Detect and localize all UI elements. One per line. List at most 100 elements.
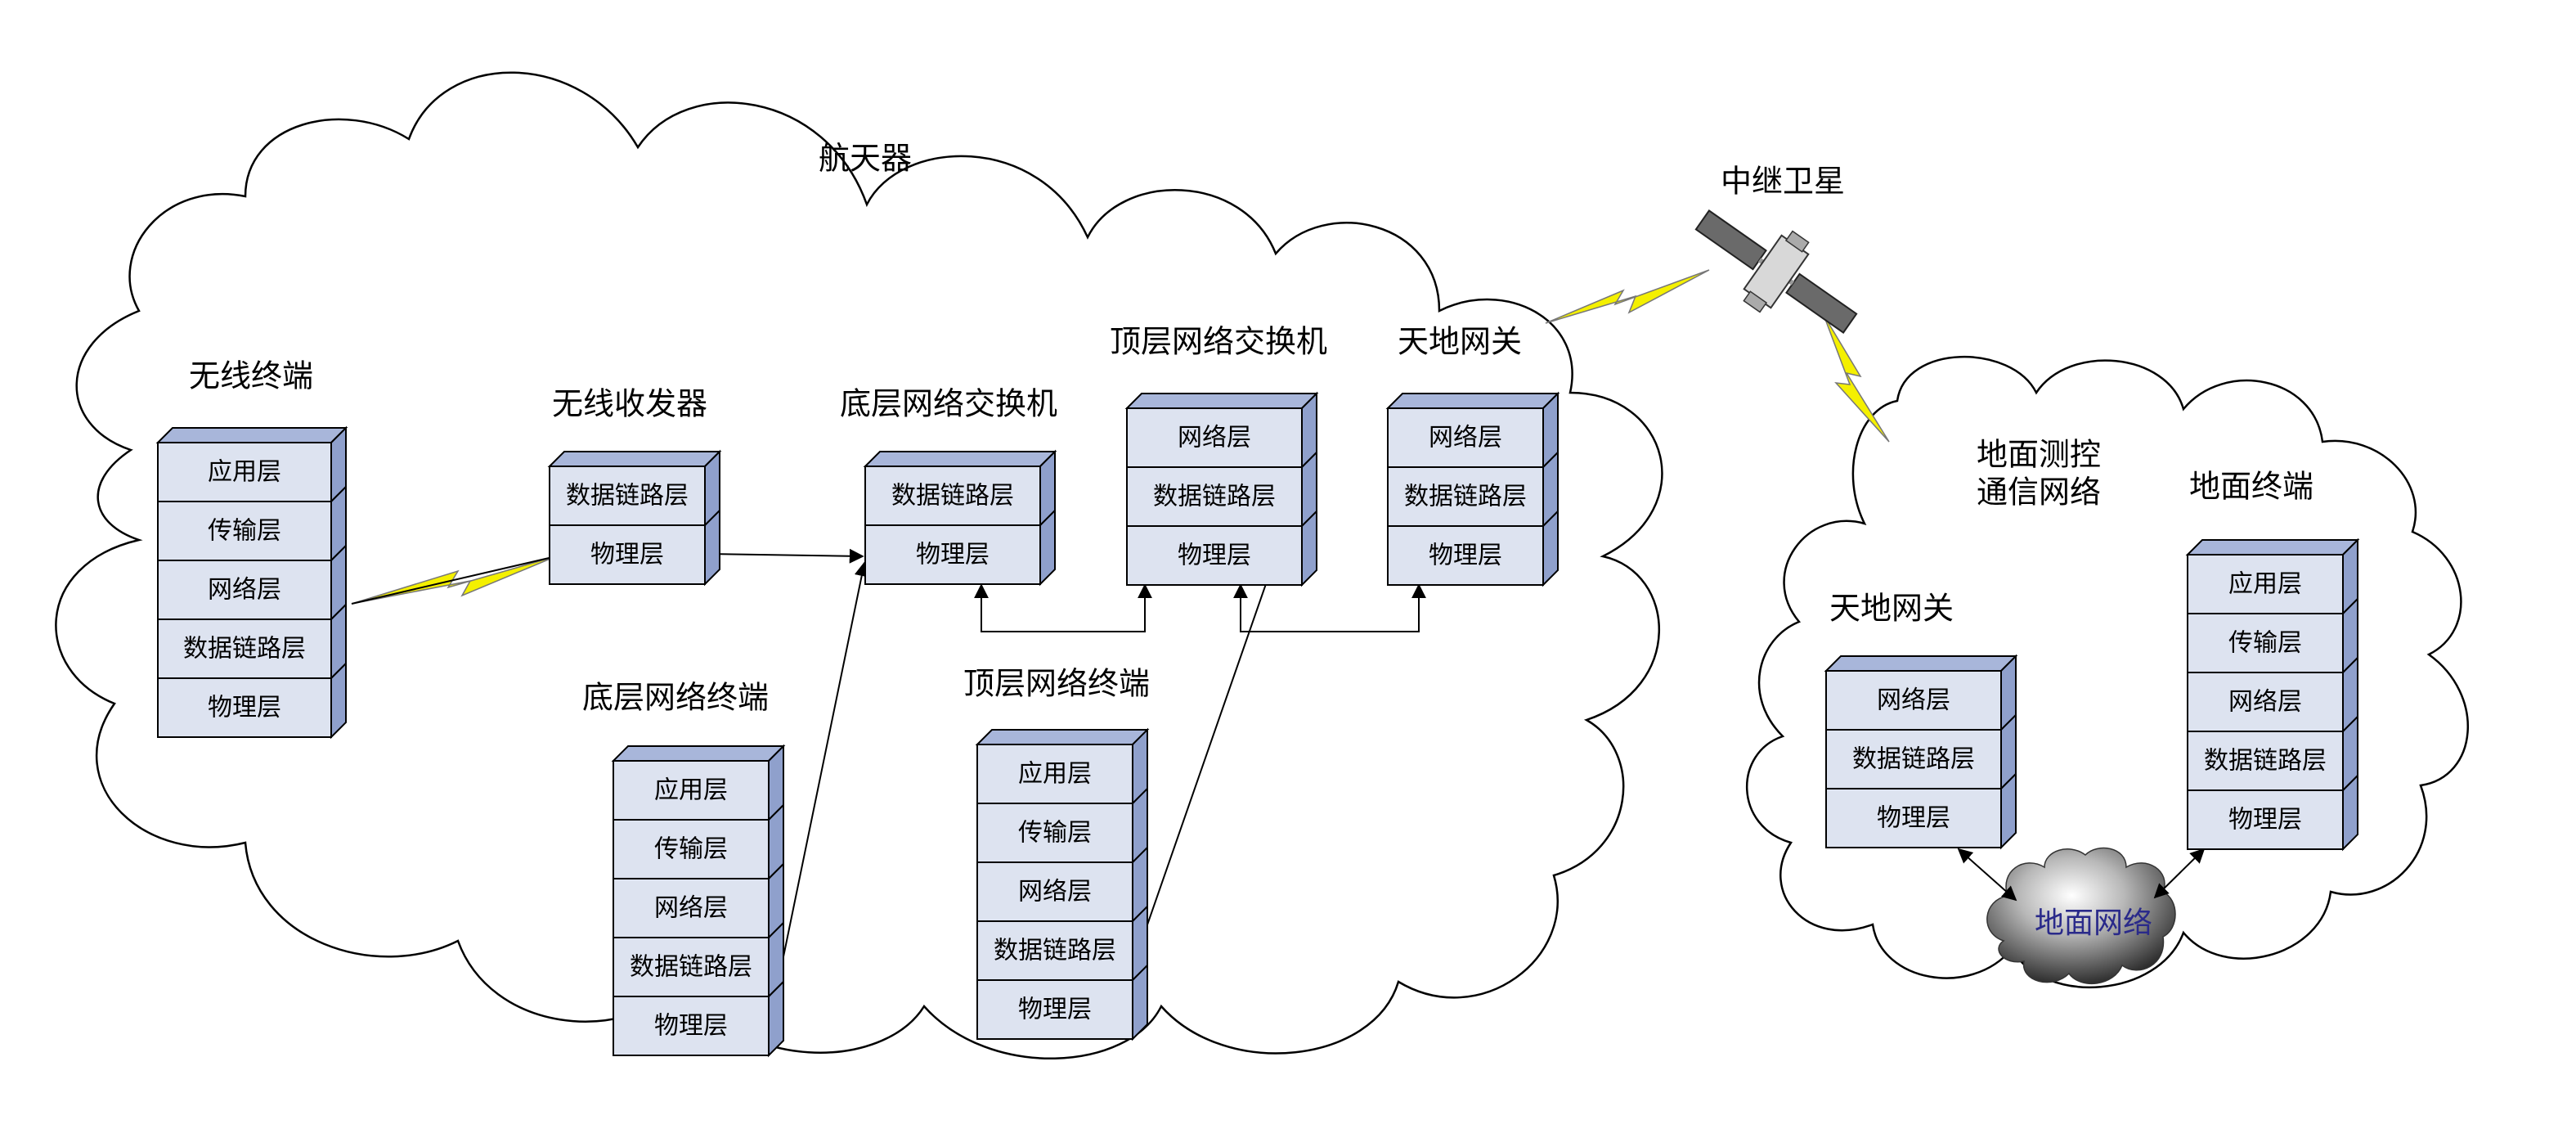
protocol-layer-box <box>157 442 332 502</box>
ground-terminal-label: 地面终端 <box>2189 469 2313 505</box>
upper-terminal-label: 顶层网络终端 <box>963 666 1150 702</box>
stack-top-face <box>547 451 722 467</box>
protocol-layer-box <box>1126 525 1303 586</box>
protocol-layer-box <box>1387 407 1544 468</box>
protocol-layer-box <box>613 878 770 938</box>
protocol-layer-label: 网络层 <box>654 894 728 923</box>
lower-terminal-label: 底层网络终端 <box>582 680 769 716</box>
protocol-layer-label: 网络层 <box>208 576 281 605</box>
protocol-layer-box <box>1126 407 1303 468</box>
protocol-layer-label: 数据链路层 <box>2204 747 2327 776</box>
protocol-layer-label: 物理层 <box>1429 542 1502 570</box>
stack-top-face <box>155 427 348 443</box>
protocol-layer-box <box>976 744 1133 804</box>
protocol-layer-label: 数据链路层 <box>630 953 752 982</box>
protocol-layer-box <box>976 979 1133 1040</box>
protocol-layer-label: 物理层 <box>916 541 990 569</box>
protocol-layer-box <box>864 466 1041 526</box>
protocol-layer-box <box>1825 729 2002 789</box>
protocol-layer-box <box>976 920 1133 981</box>
ground-title-line2: 通信网络 <box>1977 475 2101 511</box>
protocol-layer-label: 网络层 <box>1178 424 1251 452</box>
protocol-layer-label: 物理层 <box>1877 804 1950 833</box>
protocol-layer-label: 传输层 <box>208 517 281 546</box>
protocol-layer-box <box>1825 788 2002 848</box>
protocol-layer-box <box>549 466 706 526</box>
protocol-layer-box <box>549 524 706 585</box>
lightning-bolt-icon <box>1545 269 1710 324</box>
connection-lines <box>705 547 2206 1026</box>
protocol-layer-label: 数据链路层 <box>1153 483 1276 511</box>
protocol-layer-box <box>2187 672 2344 732</box>
spacecraft-title: 航天器 <box>819 141 912 177</box>
protocol-layer-box <box>2187 731 2344 791</box>
protocol-layer-label: 网络层 <box>1877 686 1950 715</box>
ground-gateway-label: 天地网关 <box>1829 591 1954 627</box>
protocol-layer-box <box>864 524 1041 585</box>
stack-top-face <box>1385 393 1560 409</box>
satellite-icon <box>1694 209 1858 334</box>
protocol-layer-label: 物理层 <box>1018 996 1092 1024</box>
protocol-layer-label: 物理层 <box>208 694 281 722</box>
protocol-layer-box <box>157 677 332 738</box>
protocol-layer-box <box>1126 466 1303 527</box>
protocol-layer-box <box>157 618 332 679</box>
protocol-layer-label: 应用层 <box>654 776 728 805</box>
wireless-transceiver-label: 无线收发器 <box>552 386 707 422</box>
ground-network-label: 地面网络 <box>2035 906 2152 940</box>
protocol-layer-label: 物理层 <box>2228 806 2302 834</box>
protocol-layer-box <box>976 803 1133 863</box>
stack-top-face <box>1824 655 2018 672</box>
lower-switch-label: 底层网络交换机 <box>840 386 1057 422</box>
protocol-layer-label: 应用层 <box>1018 760 1092 789</box>
stack-top-face <box>1124 393 1319 409</box>
spacecraft-gateway-label: 天地网关 <box>1398 324 1522 360</box>
wireless-terminal-label: 无线终端 <box>189 358 313 394</box>
stack-top-face <box>611 745 786 762</box>
protocol-layer-label: 物理层 <box>590 541 664 569</box>
labels: 航天器无线终端无线收发器底层网络交换机顶层网络交换机天地网关底层网络终端顶层网络… <box>189 141 2313 941</box>
protocol-stacks: 应用层传输层网络层数据链路层物理层数据链路层物理层数据链路层物理层网络层数据链路… <box>155 391 2360 1058</box>
protocol-layer-box <box>2187 613 2344 673</box>
protocol-layer-box <box>1387 466 1544 527</box>
wireless-link-line <box>351 556 557 605</box>
protocol-layer-label: 应用层 <box>208 458 281 487</box>
protocol-layer-label: 数据链路层 <box>183 635 306 663</box>
protocol-layer-label: 数据链路层 <box>566 482 689 511</box>
stack-top-face <box>863 451 1057 467</box>
protocol-layer-label: 传输层 <box>654 835 728 864</box>
protocol-layer-box <box>2187 789 2344 850</box>
protocol-layer-label: 物理层 <box>1178 542 1251 570</box>
protocol-layer-label: 网络层 <box>1429 424 1502 452</box>
protocol-layer-box <box>157 501 332 561</box>
lightning-bolt-icon <box>1823 314 1890 443</box>
protocol-layer-label: 数据链路层 <box>994 937 1116 965</box>
stack-top-face <box>975 729 1150 745</box>
protocol-layer-label: 应用层 <box>2228 570 2302 599</box>
upper-switch-label: 顶层网络交换机 <box>1110 324 1327 360</box>
relay-satellite-label: 中继卫星 <box>1721 164 1845 200</box>
protocol-layer-label: 网络层 <box>2228 688 2302 717</box>
protocol-layer-label: 数据链路层 <box>891 482 1014 511</box>
protocol-layer-label: 网络层 <box>1018 878 1092 906</box>
protocol-layer-box <box>1387 525 1544 586</box>
protocol-layer-label: 数据链路层 <box>1404 483 1527 511</box>
protocol-layer-box <box>613 937 770 997</box>
protocol-layer-label: 传输层 <box>2228 629 2302 658</box>
protocol-layer-label: 传输层 <box>1018 819 1092 848</box>
ground-title-line1: 地面测控 <box>1977 437 2101 473</box>
protocol-layer-label: 物理层 <box>654 1012 728 1041</box>
protocol-layer-box <box>613 996 770 1056</box>
protocol-layer-box <box>613 819 770 879</box>
stack-top-face <box>2185 539 2360 556</box>
